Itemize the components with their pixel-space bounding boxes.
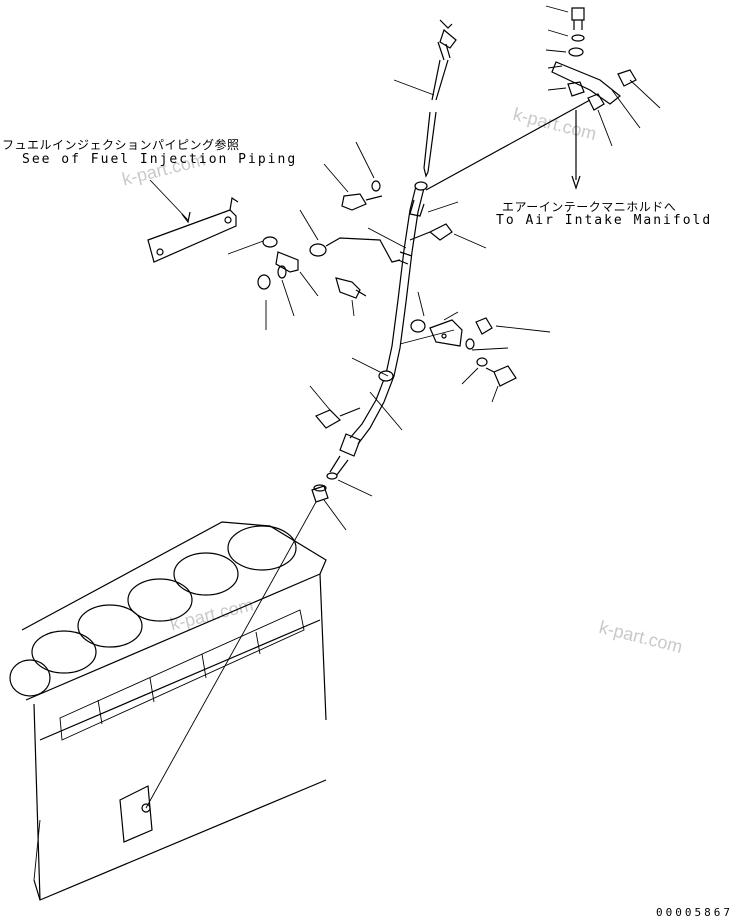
washer — [371, 180, 381, 192]
upper-parts-cluster — [551, 7, 637, 190]
bolt — [315, 407, 361, 429]
air-intake-label-en: To Air Intake Manifold — [496, 213, 713, 228]
washer — [277, 265, 287, 279]
washer — [465, 338, 475, 350]
leader-line — [393, 79, 435, 96]
washer — [476, 357, 488, 367]
air-intake-label-jp: エアーインテークマニホルドへ — [502, 200, 677, 214]
engine-block — [9, 521, 327, 901]
leader-line — [425, 99, 591, 191]
fuel-injection-label-jp: フュエルインジェクションパイピング参照 — [2, 138, 240, 152]
clamp — [275, 251, 299, 273]
fuel-injection-label-en: See of Fuel Injection Piping — [22, 152, 298, 167]
nut — [475, 317, 493, 335]
bolt — [485, 365, 517, 387]
spacer — [262, 236, 278, 248]
drawing-number: 00005867 — [656, 906, 733, 919]
guide-tube — [326, 181, 428, 480]
bolt — [341, 193, 383, 211]
leader-lines-top-right — [545, 5, 661, 147]
clamp — [429, 319, 463, 347]
bolt — [335, 277, 367, 299]
fuel-bracket — [147, 179, 239, 263]
adapter — [311, 484, 329, 503]
bolt — [409, 223, 453, 241]
nut — [257, 274, 271, 290]
dipstick-boss — [119, 785, 153, 843]
dipstick — [423, 19, 457, 178]
o-ring — [326, 472, 338, 480]
tube-cap — [414, 181, 428, 191]
